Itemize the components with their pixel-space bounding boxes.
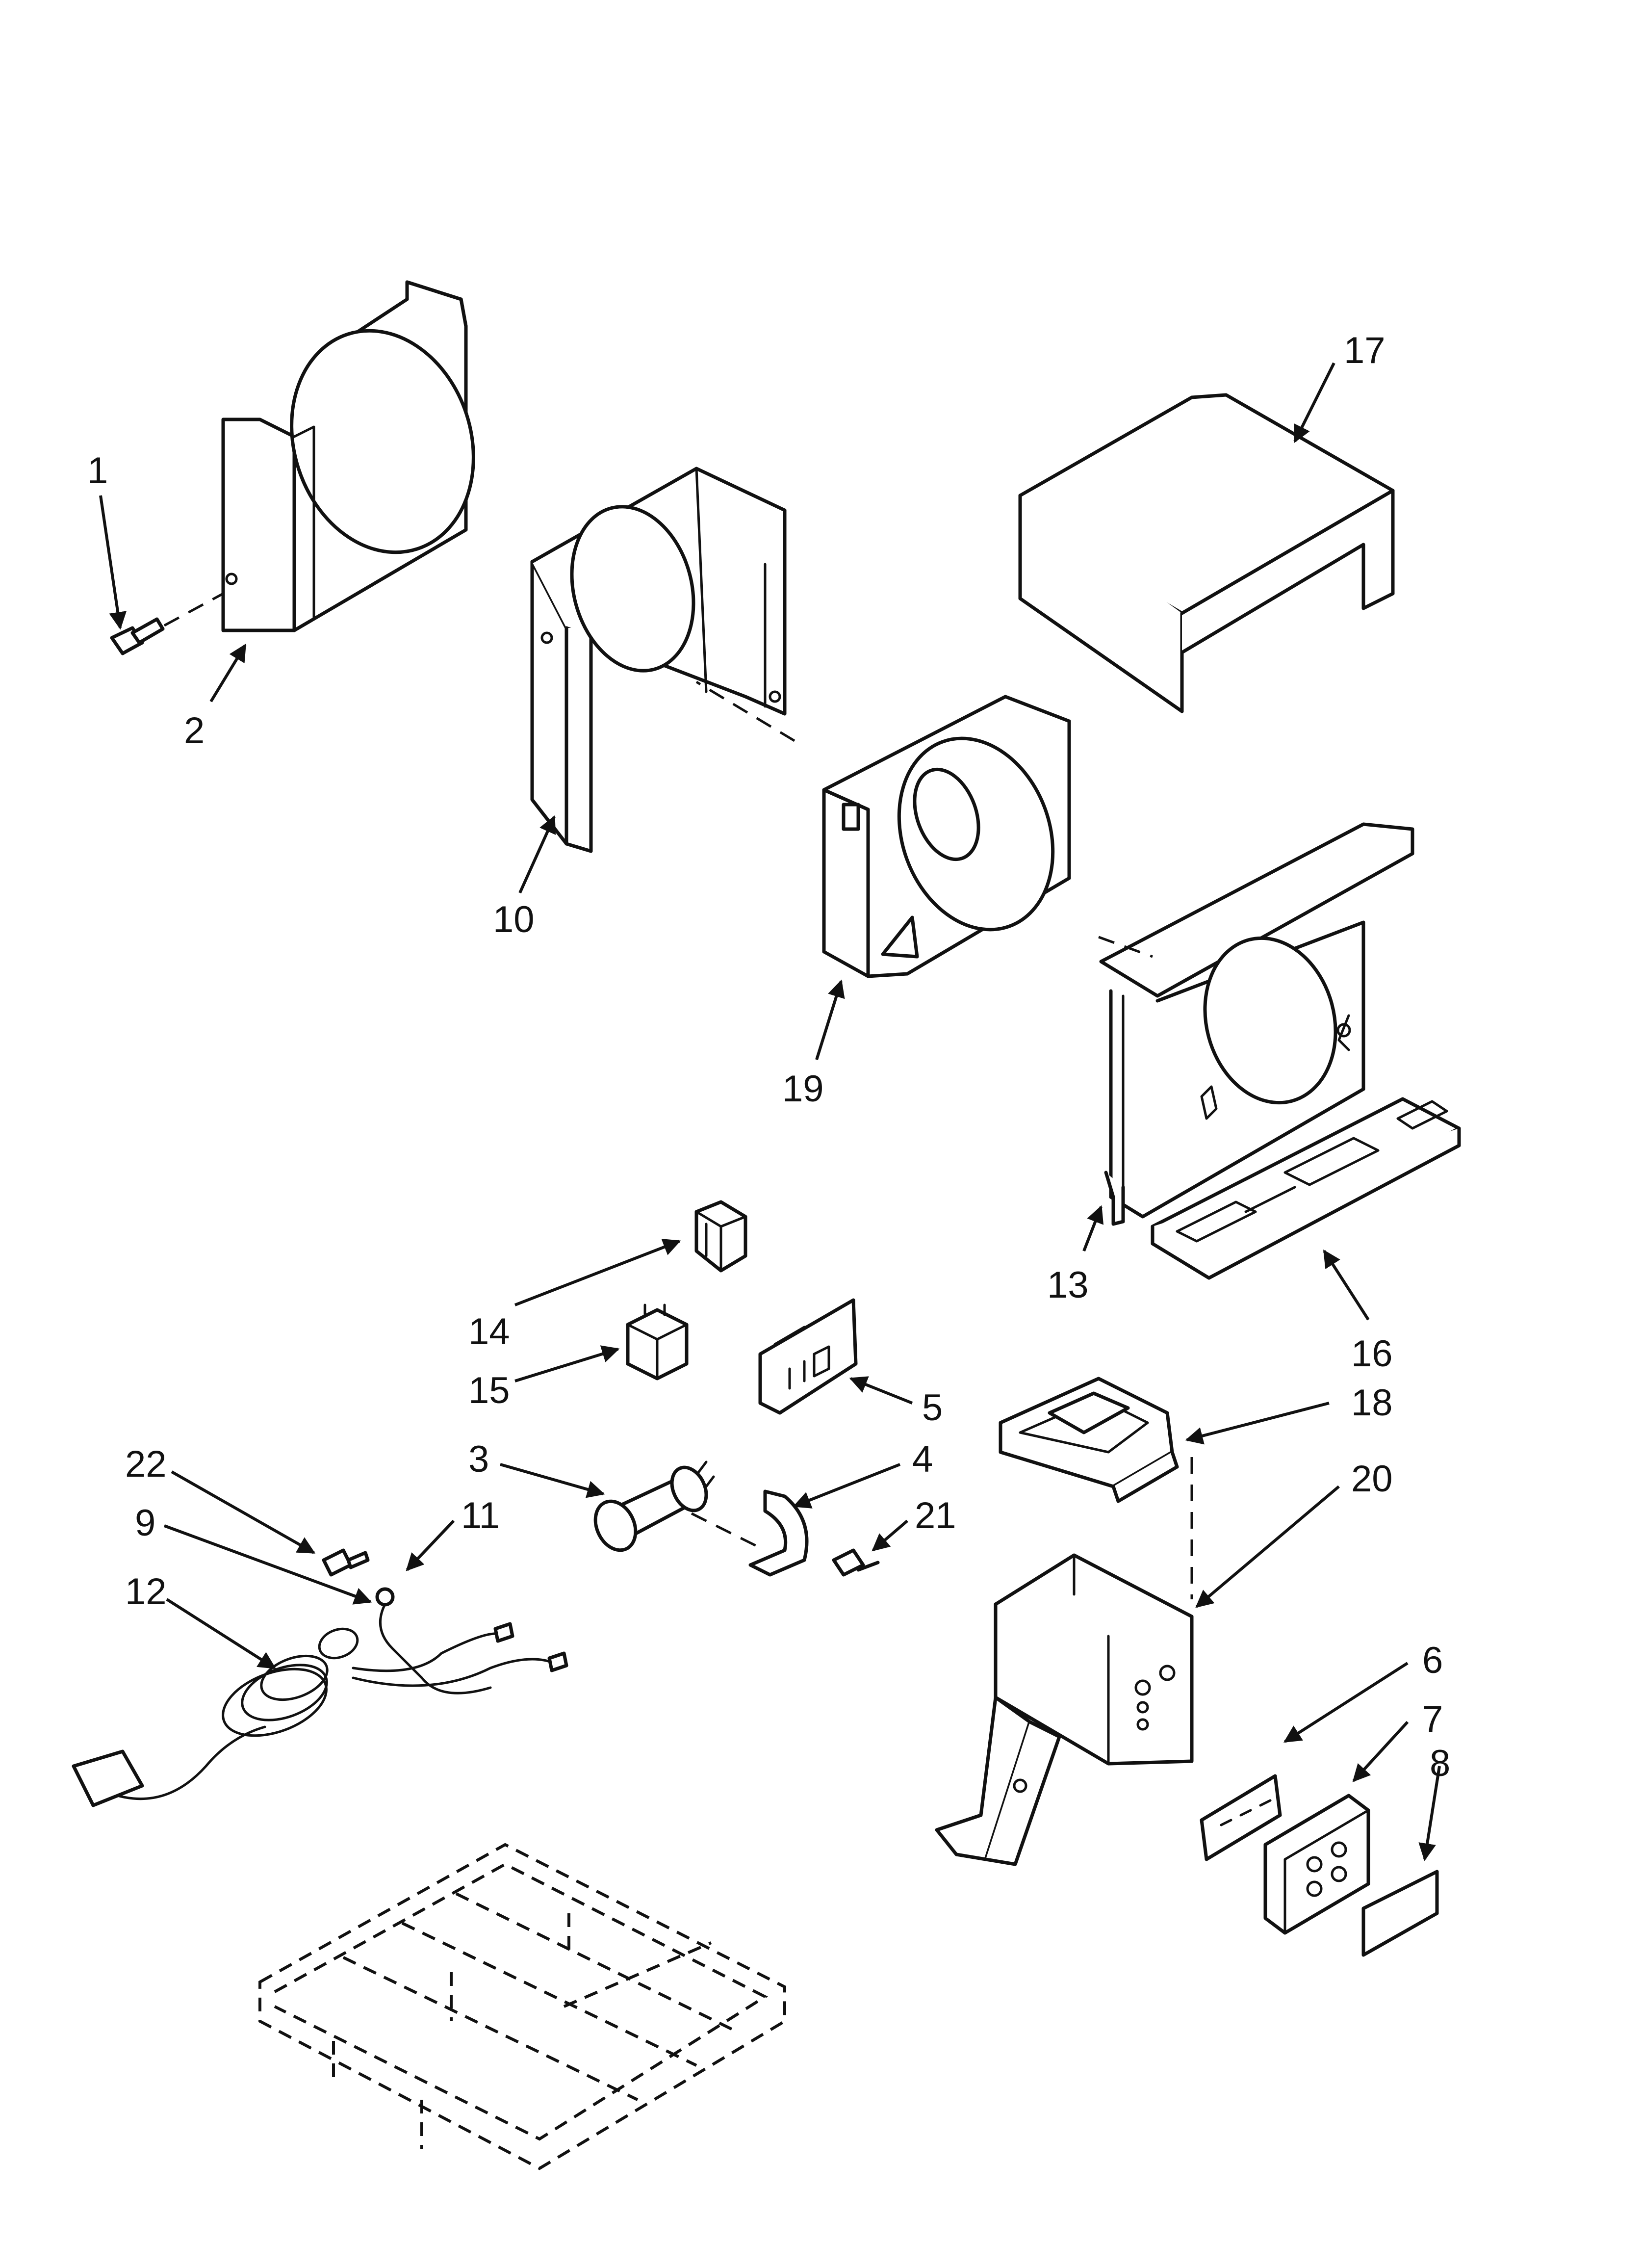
leader-2 [209,643,247,703]
callout-19: 19 [782,1068,824,1110]
part-3-capacitor [593,1460,766,1552]
callout-15: 15 [468,1370,510,1411]
part-13-bulkhead [1098,822,1414,1226]
callout-6: 6 [1422,1640,1443,1681]
callout-16: 16 [1351,1333,1393,1375]
leader-7 [1352,1721,1409,1782]
callout-7: 7 [1422,1698,1443,1740]
leader-15 [514,1345,620,1382]
part-18-drain-tray [999,1377,1193,1599]
base-pan-outline [258,1843,786,2170]
leader-19 [815,979,845,1060]
leader-17 [1293,362,1335,443]
part-21-screw [832,1548,880,1577]
callout-8: 8 [1430,1743,1450,1784]
part-19-blower-housing [695,680,1071,978]
callout-11: 11 [461,1495,500,1537]
part-12-power-cord [72,1627,359,1807]
part-9-wire-harness [352,1622,568,1694]
part-15-relay [626,1303,689,1381]
callout-18: 18 [1351,1382,1393,1424]
callout-14: 14 [468,1311,510,1353]
leader-lines [99,362,1441,1861]
part-14-transformer [694,1200,747,1273]
leader-1 [99,495,127,630]
part-6-keypad-board [1200,1774,1282,1861]
part-5-control-board [758,1298,858,1415]
callout-1: 1 [87,450,108,492]
leader-4 [793,1463,901,1509]
leader-13 [1082,1205,1104,1252]
leader-9 [163,1524,372,1605]
leader-18 [1185,1402,1330,1445]
callout-17: 17 [1344,330,1385,371]
leader-20 [1195,1485,1340,1608]
leader-3 [500,1463,605,1498]
callout-5: 5 [922,1387,943,1429]
callout-12: 12 [125,1571,167,1613]
part-20-control-bracket [935,1553,1194,1866]
callout-13: 13 [1047,1264,1089,1306]
part-2-front-shroud [221,280,475,632]
part-7-control-panel [1263,1794,1370,1935]
leader-6 [1283,1662,1409,1743]
leader-5 [849,1376,913,1405]
leader-14 [514,1238,681,1306]
part-22-screw [322,1548,370,1577]
callout-3: 3 [468,1438,489,1480]
callout-2: 2 [184,710,205,752]
leader-11 [406,1519,455,1571]
callout-labels: 1 2 3 4 5 6 7 8 9 10 11 12 13 14 15 16 1… [87,330,1450,1784]
part-1-screw [110,592,224,655]
leader-10 [518,815,556,894]
callout-9: 9 [135,1502,155,1544]
part-17-top-cover [1018,393,1395,713]
leader-8 [1418,1766,1441,1861]
leader-12 [166,1598,277,1669]
callout-20: 20 [1351,1458,1393,1500]
leader-16 [1323,1249,1370,1321]
part-8-label-overlay [1361,1870,1439,1957]
leader-22 [171,1470,316,1554]
callout-4: 4 [912,1438,933,1480]
part-16-base-tray [1151,1097,1461,1280]
callout-22: 22 [125,1443,167,1485]
part-10-fan-shroud [530,467,787,853]
part-11-ground-terminal [375,1587,423,1679]
callout-10: 10 [493,899,535,940]
leader-21 [872,1519,908,1552]
part-4-capacitor-strap [748,1489,809,1577]
callout-21: 21 [915,1495,956,1537]
